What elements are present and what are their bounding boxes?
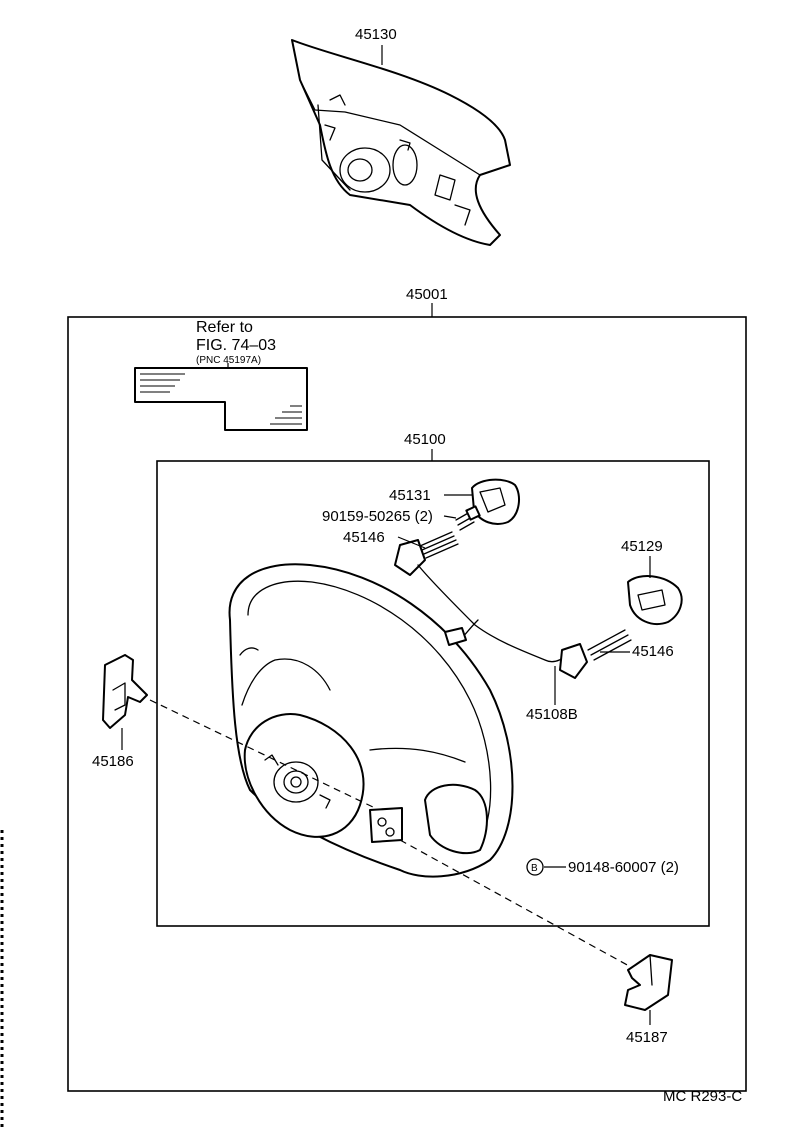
steering-wheel-part: [228, 563, 514, 878]
label-bolt-b: 90148-60007 (2): [568, 859, 679, 876]
alignment-line-left: [149, 699, 376, 809]
refer-to-label: Refer to: [196, 319, 253, 336]
leader-45146-left: [397, 536, 426, 549]
label-45146-left: 45146: [343, 529, 385, 546]
alignment-line-right: [399, 839, 641, 973]
diagram-code: MC R293-C: [663, 1088, 742, 1105]
bolt-b-symbol-circle: [526, 858, 544, 876]
bolt-b-symbol: B: [531, 863, 538, 874]
screw-part: [455, 505, 481, 531]
label-45130: 45130: [355, 26, 397, 43]
label-45131: 45131: [389, 487, 431, 504]
cover-45187-part: [624, 954, 673, 1011]
leader-bolt: [443, 515, 457, 519]
refer-pnc-label: (PNC 45197A): [196, 355, 261, 366]
cover-45186-part: [102, 654, 148, 729]
switch-45146-right-part: [559, 629, 632, 679]
label-45187: 45187: [626, 1029, 668, 1046]
reference-plate-part: [134, 367, 308, 431]
label-45186: 45186: [92, 753, 134, 770]
label-45146-right: 45146: [632, 643, 674, 660]
wheel-45100-frame: [156, 460, 710, 927]
assembly-45001-frame: [67, 316, 747, 1092]
cover-45129-part: [627, 575, 683, 625]
label-45100: 45100: [404, 431, 446, 448]
cover-45131-part: [471, 478, 521, 525]
refer-figure-label: FIG. 74–03: [196, 337, 276, 354]
switch-45146-left-part: [394, 531, 459, 576]
label-45001: 45001: [406, 286, 448, 303]
label-bolt: 90159-50265 (2): [322, 508, 433, 525]
label-45108B: 45108B: [526, 706, 578, 723]
airbag-pad-part: [291, 39, 511, 246]
label-45129: 45129: [621, 538, 663, 555]
wire-harness-part: [417, 564, 573, 663]
